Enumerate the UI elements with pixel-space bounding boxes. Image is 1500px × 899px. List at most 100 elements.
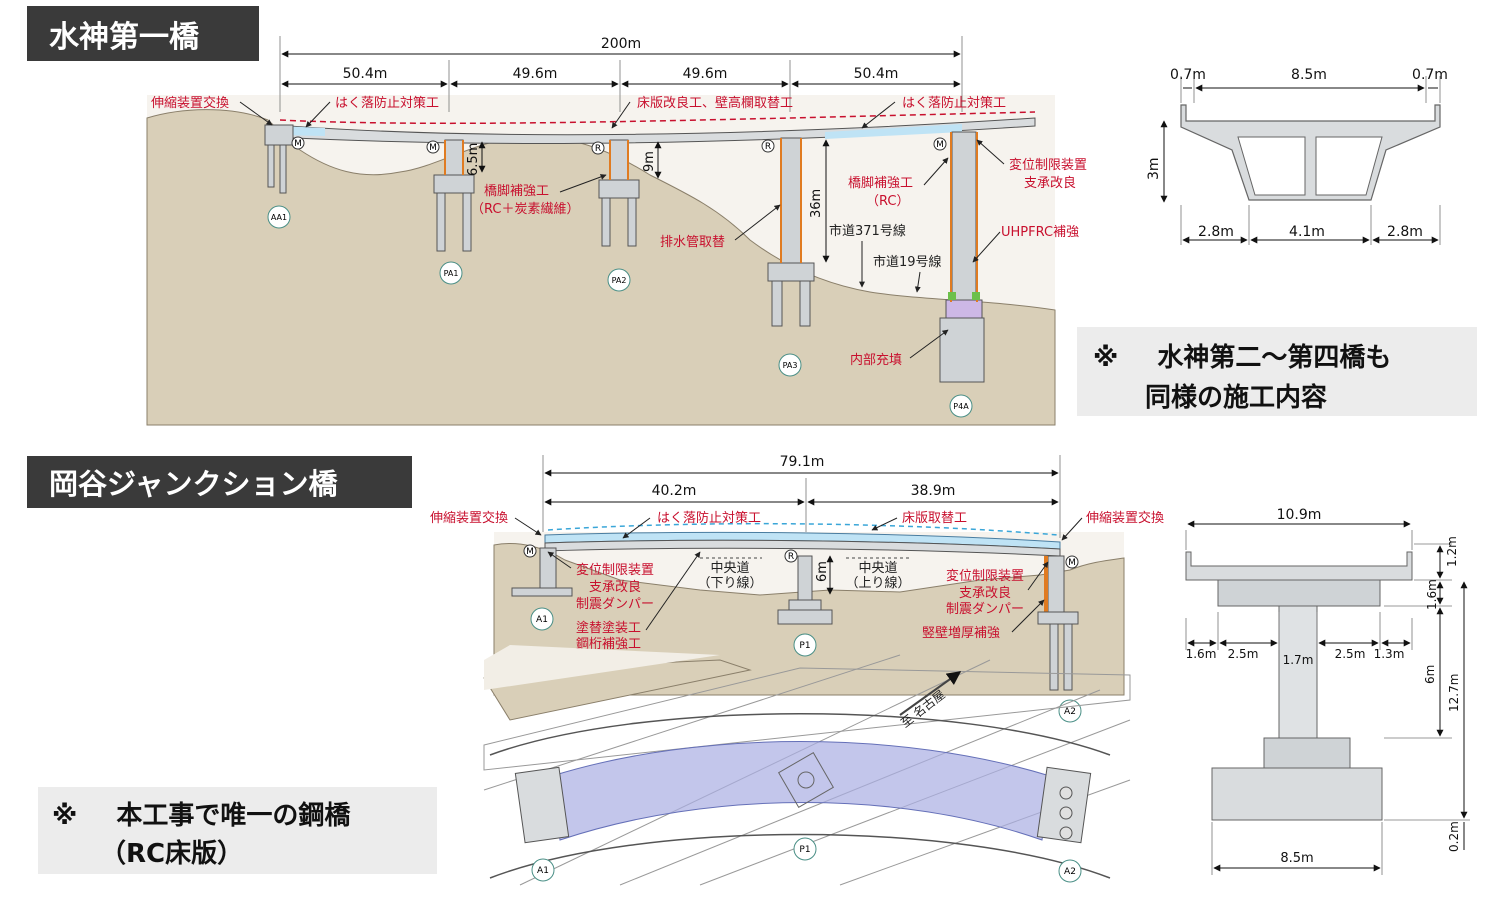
- section2-labels: 伸縮装置交換 はく落防止対策工 床版取替工 伸縮装置交換 変位制限装置 支承改良…: [430, 510, 1164, 652]
- plan-deck: [551, 741, 1051, 841]
- s1-displacement-1: 変位制限装置: [1009, 157, 1087, 173]
- section1-note-line2: 同様の施工内容: [1145, 383, 1328, 413]
- s1-road-371: 市道371号線: [829, 223, 906, 239]
- s1-span-1: 50.4m: [343, 66, 388, 82]
- support-pa1: PA1: [444, 269, 459, 278]
- s2-span-2: 38.9m: [911, 483, 956, 499]
- s1-uhpfrc: UHPFRC補強: [1001, 225, 1079, 240]
- s1-span-3: 49.6m: [683, 66, 728, 82]
- s1-cs-top-1: 0.7m: [1170, 67, 1206, 83]
- s1-drain-pipe: 排水管取替: [660, 235, 725, 250]
- s2-center-up-1: 中央道: [858, 561, 897, 576]
- s1-cs-top-2: 8.5m: [1291, 67, 1327, 83]
- s2-cs-mid-4: 2.5m: [1335, 647, 1366, 661]
- section2-note-line1: 本工事で唯一の鋼橋: [116, 801, 351, 831]
- section1-title-banner: 水神第一橋: [27, 6, 259, 61]
- s1-span-2: 49.6m: [513, 66, 558, 82]
- s2-expansion-right: 伸縮装置交換: [1086, 510, 1164, 526]
- s2-cs-right-2: 1.6m: [1425, 579, 1439, 610]
- s1-span-4: 50.4m: [854, 66, 899, 82]
- s2-deck-replace: 床版取替工: [902, 511, 967, 526]
- s2-height: 6m: [815, 561, 830, 582]
- section2-cross-section: 10.9m 1.2m 1.6m 6m 12.7m 0.2m 1.6m 2.5m …: [1185, 507, 1470, 875]
- s1-expansion-joint: 伸縮装置交換: [151, 95, 229, 111]
- s1-total-length: 200m: [601, 36, 641, 52]
- section2-dimensions: 79.1m 40.2m 38.9m 6m: [542, 454, 1061, 595]
- s1-deck-improvement: 床版改良工、壁高欄取替工: [637, 95, 793, 111]
- s2-center-up-2: （上り線）: [845, 575, 910, 591]
- s1-inner-fill: 内部充填: [850, 352, 902, 368]
- bearing-m-p4a: M: [936, 140, 944, 150]
- bearing-m-pa1: M: [429, 143, 437, 153]
- plan-support-a1: A1: [537, 866, 549, 876]
- s2-bearing-r-p1: R: [788, 552, 794, 562]
- s1-pier-reinforce-1: 橋脚補強工: [484, 183, 549, 199]
- s2-cs-mid-3: 1.7m: [1283, 653, 1314, 667]
- support-pa3: PA3: [783, 361, 798, 370]
- s2-right-3: 制震ダンパー: [946, 602, 1024, 617]
- bearing-m-aa1: M: [294, 139, 302, 149]
- s1-road-19: 市道19号線: [873, 254, 942, 270]
- s2-center-down-1: 中央道: [710, 561, 749, 576]
- s1-fall-prevention-2: はく落防止対策工: [902, 95, 1006, 111]
- s2-cs-mid-1: 1.6m: [1186, 647, 1217, 661]
- s1-pier-reinforce-2: 橋脚補強工: [848, 175, 913, 191]
- s1-h1: 6.5m: [466, 143, 481, 176]
- section2-note-mark: ※: [52, 801, 78, 831]
- section2-note-line2: （RC床版）: [100, 839, 244, 869]
- s2-cs-right-1: 1.2m: [1445, 536, 1459, 567]
- section2-plan-view: 至 名古屋 A1 P1 A2: [483, 645, 1131, 886]
- section1-note-line1: 水神第二～第四橋も: [1157, 343, 1392, 373]
- s2-left-5: 鋼桁補強工: [576, 637, 641, 652]
- section2-title: 岡谷ジャンクション橋: [49, 467, 338, 501]
- s2-cs-right-3: 6m: [1423, 665, 1437, 684]
- s2-span-1: 40.2m: [652, 483, 697, 499]
- s1-pier-reinforce-2-sub: （RC）: [866, 194, 909, 209]
- s1-h2: 9m: [642, 151, 657, 172]
- section1-support-tags: AA1 PA1 PA2 PA3 P4A: [267, 205, 973, 418]
- s1-cs-bottom-1: 2.8m: [1198, 224, 1234, 240]
- s1-cs-bottom-2: 4.1m: [1289, 224, 1325, 240]
- s2-cs-right-5: 0.2m: [1447, 821, 1461, 852]
- s2-right-2: 支承改良: [959, 585, 1011, 601]
- s1-pier-reinforce-1-sub: （RC＋炭素繊維）: [471, 201, 579, 217]
- s2-support-p1: P1: [799, 641, 810, 651]
- section2-bearings: M R M: [523, 544, 1079, 569]
- section1-note: ※ 水神第二～第四橋も 同様の施工内容: [1077, 327, 1477, 416]
- s1-h3: 36m: [809, 189, 824, 218]
- plan-support-a2: A2: [1064, 867, 1076, 877]
- s2-cs-top: 10.9m: [1277, 507, 1322, 523]
- section1-note-mark: ※: [1093, 343, 1119, 373]
- s2-center-down-2: （下り線）: [697, 575, 762, 591]
- section1-dimensions: 200m 50.4m 49.6m 49.6m 50.4m 6.5m 9m 36m: [279, 36, 963, 263]
- bearing-r-pa2: R: [595, 144, 601, 154]
- s2-support-a2: A2: [1064, 707, 1076, 717]
- s2-fall-prevention: はく落防止対策工: [657, 510, 761, 526]
- s1-cs-height: 3m: [1146, 157, 1162, 180]
- s2-total-length: 79.1m: [780, 454, 825, 470]
- bearing-r-pa3: R: [765, 142, 771, 152]
- s1-cs-bottom-3: 2.8m: [1387, 224, 1423, 240]
- s2-cs-mid-2: 2.5m: [1228, 647, 1259, 661]
- support-p4a: P4A: [953, 402, 969, 411]
- s2-right-1: 変位制限装置: [946, 568, 1024, 584]
- s2-cs-mid-5: 1.3m: [1374, 647, 1405, 661]
- s2-left-2: 支承改良: [589, 579, 641, 595]
- section1-labels: 伸縮装置交換 はく落防止対策工 床版改良工、壁高欄取替工 はく落防止対策工 橋脚…: [151, 95, 1087, 368]
- support-aa1: AA1: [271, 213, 287, 222]
- s2-bearing-m-a2: M: [1068, 558, 1076, 568]
- s2-right-4: 竪壁増厚補強: [922, 626, 1000, 641]
- section2-support-tags: A1 P1 A2: [530, 607, 1082, 723]
- s2-cs-right-4: 12.7m: [1447, 674, 1461, 712]
- s2-left-1: 変位制限装置: [576, 562, 654, 578]
- s2-left-3: 制震ダンパー: [576, 597, 654, 612]
- s1-cs-top-3: 0.7m: [1412, 67, 1448, 83]
- section1-cross-section: 0.7m 8.5m 0.7m 3m 2.8m 4.1m 2.8m: [1146, 67, 1448, 245]
- s2-left-4: 塗替塗装工: [576, 620, 641, 636]
- s1-displacement-2: 支承改良: [1024, 175, 1076, 191]
- section1-bearings: M M R R M: [291, 136, 947, 155]
- s1-fall-prevention-1: はく落防止対策工: [335, 95, 439, 111]
- section2-title-banner: 岡谷ジャンクション橋: [27, 456, 412, 508]
- s2-cs-bottom: 8.5m: [1280, 851, 1313, 866]
